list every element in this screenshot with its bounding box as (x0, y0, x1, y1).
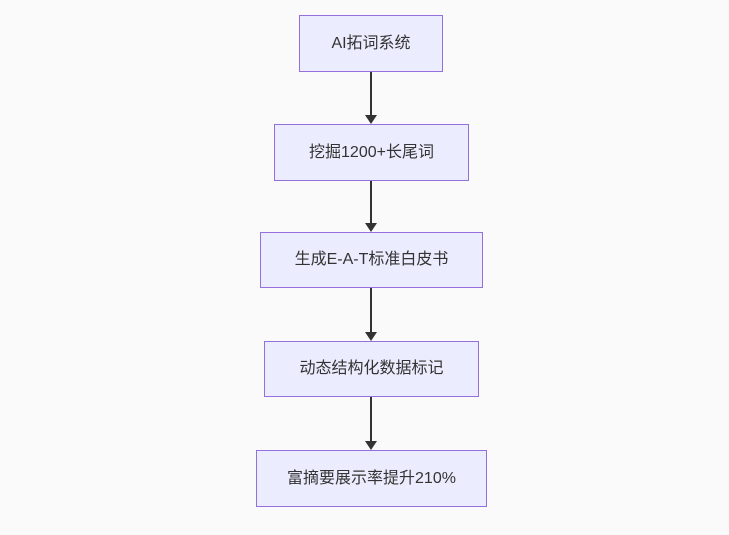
flowchart-edge-3 (365, 288, 377, 341)
edge-line (370, 397, 372, 441)
edge-line (370, 72, 372, 115)
flowchart-edge-1 (365, 72, 377, 124)
flowchart-node-rich-snippet-result: 富摘要展示率提升210% (256, 450, 487, 507)
flowchart-node-ai-system: AI拓词系统 (299, 15, 443, 72)
arrowhead-down-icon (365, 441, 377, 450)
flowchart-node-eat-whitepaper: 生成E-A-T标准白皮书 (260, 232, 483, 288)
flowchart-edge-4 (365, 397, 377, 450)
arrowhead-down-icon (365, 332, 377, 341)
edge-line (370, 288, 372, 332)
arrowhead-down-icon (365, 223, 377, 232)
node-label: 挖掘1200+长尾词 (309, 143, 434, 161)
node-label: 动态结构化数据标记 (299, 360, 444, 377)
arrowhead-down-icon (365, 115, 377, 124)
flowchart-edge-2 (365, 181, 377, 232)
edge-line (370, 181, 372, 223)
node-label: AI拓词系统 (331, 34, 411, 52)
node-label: 生成E-A-T标准白皮书 (294, 251, 449, 268)
flowchart-node-longtail-keywords: 挖掘1200+长尾词 (274, 124, 469, 181)
flowchart-node-structured-data: 动态结构化数据标记 (264, 341, 479, 397)
node-label: 富摘要展示率提升210% (287, 469, 456, 487)
